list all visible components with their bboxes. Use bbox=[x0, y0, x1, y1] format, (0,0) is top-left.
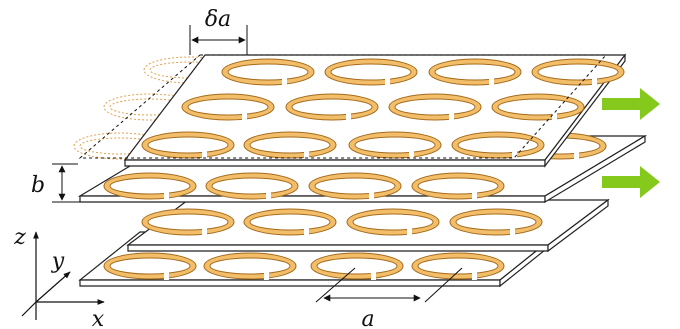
split-ring-resonator bbox=[285, 93, 379, 121]
split-ring-resonator bbox=[428, 58, 522, 86]
axis-x-label: x bbox=[92, 307, 105, 329]
split-ring-resonator bbox=[141, 208, 235, 236]
split-ring-resonator bbox=[203, 252, 297, 280]
board-layer-2 bbox=[126, 198, 610, 253]
split-ring-resonator bbox=[491, 93, 585, 121]
a-leader-right bbox=[424, 267, 463, 303]
split-ring-resonator bbox=[411, 252, 505, 280]
split-ring-resonator bbox=[221, 58, 315, 86]
split-ring-resonator bbox=[243, 131, 337, 159]
a-label: a bbox=[361, 307, 374, 329]
split-ring-resonator bbox=[103, 172, 197, 200]
split-ring-resonator bbox=[348, 131, 442, 159]
split-ring-resonator bbox=[411, 172, 505, 200]
split-ring-resonator bbox=[103, 252, 197, 280]
axis-y-label: y bbox=[51, 249, 65, 274]
a-leader-left bbox=[315, 267, 356, 303]
split-ring-resonator bbox=[181, 93, 275, 121]
split-ring-resonator bbox=[451, 131, 545, 159]
split-ring-resonator bbox=[243, 208, 337, 236]
split-ring-resonator bbox=[141, 131, 235, 159]
coordinate-axes bbox=[21, 231, 105, 320]
split-ring-resonator bbox=[308, 172, 402, 200]
board-layer-4 bbox=[123, 53, 627, 168]
shifted-layer-outline bbox=[78, 54, 608, 159]
split-ring-resonator bbox=[531, 58, 625, 86]
split-ring-resonator bbox=[324, 58, 418, 86]
b-label: b bbox=[31, 173, 45, 198]
direction-arrow-upper bbox=[602, 88, 660, 120]
board-stack bbox=[77, 53, 648, 288]
direction-arrow-lower bbox=[602, 166, 660, 198]
split-ring-resonator bbox=[388, 93, 482, 121]
delta-a-label: δa bbox=[205, 7, 231, 32]
split-ring-resonator bbox=[205, 172, 299, 200]
split-ring-resonator bbox=[310, 252, 404, 280]
split-ring-resonator bbox=[346, 208, 440, 236]
split-ring-resonator bbox=[449, 208, 543, 236]
axis-z-label: z bbox=[13, 225, 26, 250]
